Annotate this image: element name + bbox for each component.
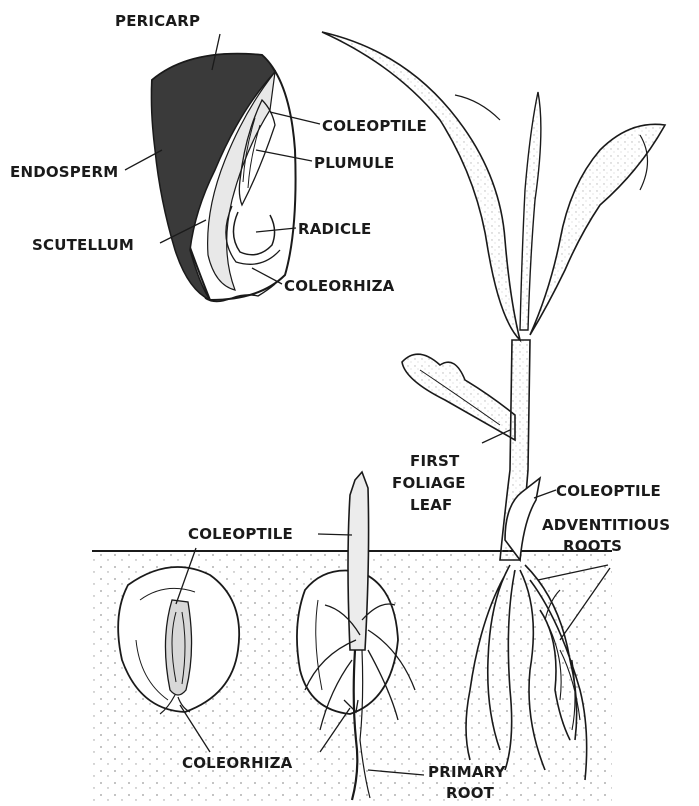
label-primary: PRIMARY — [428, 763, 507, 781]
label-scutellum: SCUTELLUM — [32, 236, 134, 254]
label-first: FIRST — [410, 452, 460, 470]
label-endosperm: ENDOSPERM — [10, 163, 118, 181]
label-coleorhiza-seed: COLEORHIZA — [284, 277, 395, 295]
upper-leaf-right — [530, 124, 665, 335]
label-pericarp: PERICARP — [115, 12, 200, 30]
label-root: ROOT — [446, 784, 495, 802]
label-coleoptile-left: COLEOPTILE — [188, 525, 293, 543]
label-adventitious: ADVENTITIOUS — [542, 516, 670, 534]
label-coleoptile-seed: COLEOPTILE — [322, 117, 427, 135]
label-coleoptile-right: COLEOPTILE — [556, 482, 661, 500]
upper-leaf-spike — [520, 92, 541, 330]
label-foliage: FOLIAGE — [392, 474, 466, 492]
label-plumule: PLUMULE — [314, 154, 395, 172]
label-coleorhiza-bottom: COLEORHIZA — [182, 754, 293, 772]
label-leaf: LEAF — [410, 496, 452, 514]
label-roots: ROOTS — [563, 537, 622, 555]
seed-section: PERICARP ENDOSPERM SCUTELLUM COLEOPTILE … — [10, 12, 427, 302]
label-radicle: RADICLE — [298, 220, 371, 238]
first-foliage-leaf — [402, 354, 515, 440]
